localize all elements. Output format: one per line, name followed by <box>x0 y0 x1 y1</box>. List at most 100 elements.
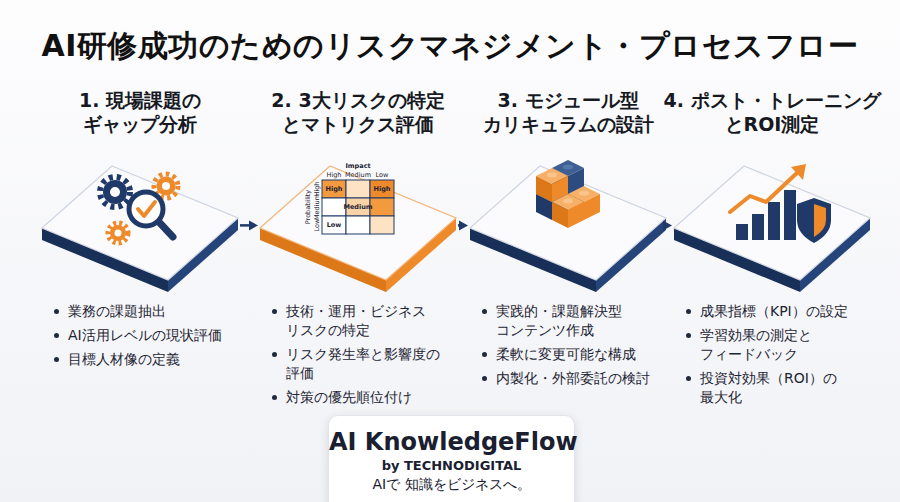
bullet-item: 成果指標（KPI）の設定 <box>684 302 884 321</box>
risk-matrix-part <box>370 216 394 234</box>
arrow-head <box>459 220 468 230</box>
bullet-item: 業務の課題抽出 <box>52 302 252 321</box>
risk-matrix <box>322 180 394 234</box>
arrow-shaft <box>666 224 668 227</box>
brand-name: AI KnowledgeFlow <box>329 428 574 456</box>
bullet-dot <box>686 333 691 338</box>
process-step: 3. モジュール型 カリキュラムの設計実践的・課題解決型 コンテンツ作成柔軟に変… <box>468 88 668 408</box>
gears-magnifier-icon-part <box>162 182 170 190</box>
bullet-dot <box>54 309 59 314</box>
step-heading: 2. 3大リスクの特定 とマトリクス評価 <box>243 88 473 136</box>
gears-magnifier-icon-part <box>110 225 126 241</box>
step-heading: 1. 現場課題の ギャップ分析 <box>25 88 255 136</box>
flow-arrow <box>663 220 672 230</box>
flow-arrow <box>458 220 468 230</box>
process-step: 2. 3大リスクの特定 とマトリクス評価技術・運用・ビジネス リスクの特定リスク… <box>258 88 458 408</box>
risk-matrix-part <box>346 216 370 234</box>
bullet-list: 実践的・課題解決型 コンテンツ作成柔軟に変更可能な構成内製化・外部委託の検討 <box>480 302 680 393</box>
bullet-dot <box>272 309 277 314</box>
risk-matrix-part <box>346 180 370 198</box>
flow-arrow <box>240 220 258 230</box>
roi-chart-icon-part <box>736 224 748 240</box>
bullet-item: 内製化・外部委託の検討 <box>480 369 680 388</box>
bullet-list: 技術・運用・ビジネス リスクの特定リスク発生率と影響度の 評価対策の優先順位付け <box>270 302 470 411</box>
process-step: 4. ポスト・トレーニング とROI測定成果指標（KPI）の設定学習効果の測定と… <box>672 88 872 408</box>
bullet-item: 対策の優先順位付け <box>270 388 470 407</box>
bullet-item: 技術・運用・ビジネス リスクの特定 <box>270 302 470 340</box>
risk-matrix-part <box>322 216 346 234</box>
bullet-dot <box>482 309 487 314</box>
risk-matrix-part <box>322 180 346 198</box>
bullet-item: 投資対効果（ROI）の 最大化 <box>684 369 884 407</box>
platform-tile <box>468 148 668 294</box>
blocks-icon-part <box>536 186 568 220</box>
gears-magnifier-icon-part <box>100 177 130 207</box>
gears-magnifier-icon-part <box>154 174 178 198</box>
platform-tile <box>258 148 458 294</box>
bullet-item: 柔軟に変更可能な構成 <box>480 345 680 364</box>
bullet-text: 対策の優先順位付け <box>286 388 456 407</box>
bullet-item: リスク発生率と影響度の 評価 <box>270 345 470 383</box>
blocks-icon-part <box>552 194 584 228</box>
platform-tile <box>672 148 872 294</box>
arrow-shaft <box>458 224 462 227</box>
roi-chart-icon-part <box>752 214 764 240</box>
gears-magnifier-icon-part <box>157 177 176 196</box>
bullet-item: 目標人材像の定義 <box>52 350 252 369</box>
bullet-list: 業務の課題抽出 AI活用レベルの現状評価目標人材像の定義 <box>52 302 252 374</box>
gears-magnifier-icon-part <box>110 187 120 197</box>
risk-matrix-part <box>370 198 394 216</box>
gears-magnifier-icon-part <box>115 230 122 237</box>
bullet-list: 成果指標（KPI）の設定学習効果の測定と フィードバック投資対効果（ROI）の … <box>684 302 884 411</box>
matrix-label: Impact <box>345 163 370 170</box>
bullet-item: 学習効果の測定と フィードバック <box>684 326 884 364</box>
bullet-dot <box>272 352 277 357</box>
roi-chart-icon-part <box>768 202 780 240</box>
bullet-dot <box>54 357 59 362</box>
bullet-text: 投資対効果（ROI）の 最大化 <box>700 369 870 407</box>
bullet-text: 業務の課題抽出 <box>68 302 238 321</box>
brand-tagline: AIで 知識をビジネスへ。 <box>329 476 574 494</box>
blocks-icon-part <box>552 160 584 194</box>
bullet-item: 実践的・課題解決型 コンテンツ作成 <box>480 302 680 340</box>
bullet-text: 柔軟に変更可能な構成 <box>496 345 666 364</box>
bullet-dot <box>686 376 691 381</box>
step-heading: 4. ポスト・トレーニング とROI測定 <box>657 88 887 136</box>
process-step: 1. 現場課題の ギャップ分析業務の課題抽出AI活用レベルの現状評価目標人材像の… <box>40 88 240 408</box>
platform-tile-part <box>260 166 456 280</box>
arrow-head <box>663 220 672 230</box>
bullet-text: AI活用レベルの現状評価 <box>68 326 238 345</box>
platform-tile <box>40 148 240 294</box>
platform-tile-part <box>674 166 870 280</box>
brand-byline: by TECHNODIGITAL <box>329 458 574 473</box>
gears-magnifier-icon-part <box>159 222 173 237</box>
risk-matrix-part <box>346 198 370 216</box>
brand-box: AI KnowledgeFlow by TECHNODIGITAL AIで 知識をビ… <box>328 415 575 502</box>
roi-chart-icon <box>730 164 831 243</box>
bullet-text: 実践的・課題解決型 コンテンツ作成 <box>496 302 666 340</box>
gears-magnifier-icon-part <box>138 202 155 216</box>
gears-magnifier-icon-part <box>129 192 163 226</box>
blocks-icon-part <box>568 186 600 220</box>
bullet-dot <box>482 352 487 357</box>
roi-chart-icon-part <box>784 190 796 240</box>
bullet-item: AI活用レベルの現状評価 <box>52 326 252 345</box>
roi-chart-icon-part <box>814 204 826 237</box>
gears-magnifier-icon-part <box>108 223 128 243</box>
roi-chart-icon-part <box>797 198 831 243</box>
arrow-shaft <box>240 224 252 227</box>
bullet-text: リスク発生率と影響度の 評価 <box>286 345 456 383</box>
bullet-dot <box>686 309 691 314</box>
matrix-label: Low <box>376 172 389 179</box>
bullet-text: 目標人材像の定義 <box>68 350 238 369</box>
bullet-dot <box>272 395 277 400</box>
bullet-dot <box>54 333 59 338</box>
step-heading: 3. モジュール型 カリキュラムの設計 <box>453 88 683 136</box>
risk-matrix-part <box>370 180 394 198</box>
title-area: AI研修成功のためのリスクマネジメント・プロセスフロー <box>0 26 900 67</box>
bullet-text: 成果指標（KPI）の設定 <box>700 302 870 321</box>
bullet-text: 技術・運用・ビジネス リスクの特定 <box>286 302 456 340</box>
blocks-icon-part <box>536 168 568 202</box>
